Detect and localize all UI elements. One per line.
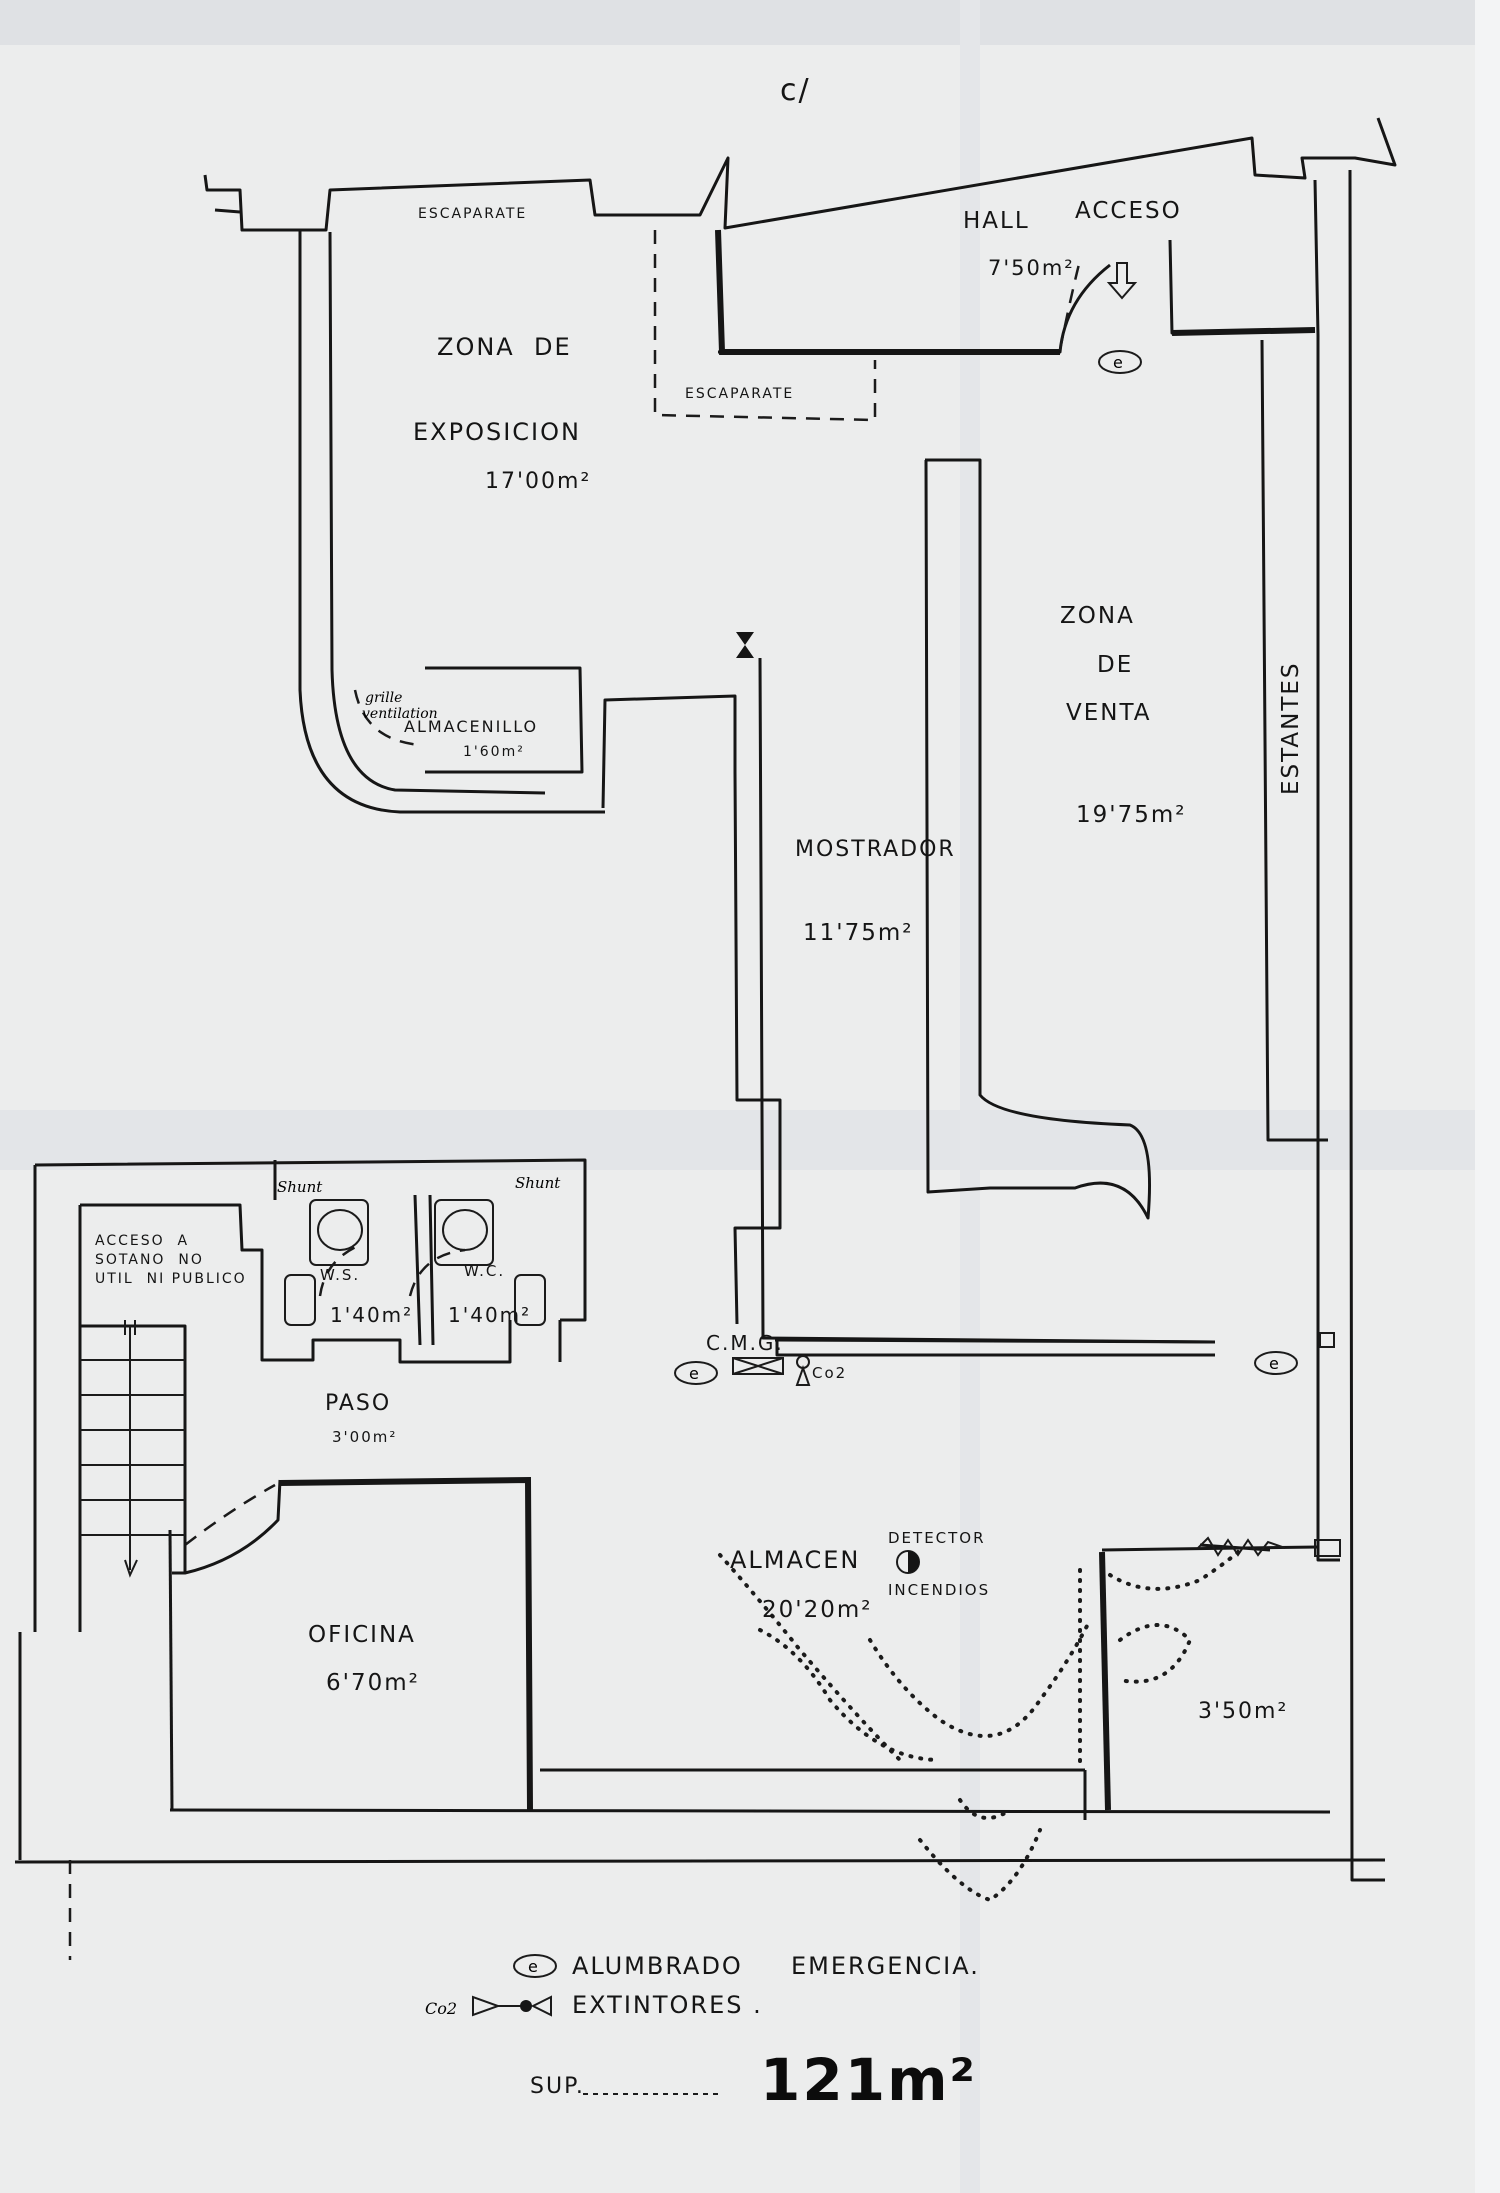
venta-label-line3: VENTA <box>1066 700 1151 726</box>
wc-label: W.C. <box>464 1262 505 1280</box>
legend-emergency-symbol: e <box>528 1957 538 1976</box>
entrance-arrow-icon <box>1106 262 1138 300</box>
sotano-label-line3: UTIL NI PUBLICO <box>95 1271 247 1287</box>
walls <box>14 117 1397 1882</box>
basement-stair <box>80 1320 187 1578</box>
escaparate-mid-label: ESCAPARATE <box>685 386 794 402</box>
almacen-area: 20'20m² <box>762 1597 872 1623</box>
extinguisher-icon <box>520 1995 552 2017</box>
emergency-light-icon: e <box>1254 1351 1298 1375</box>
dashed-lines <box>68 230 1082 1960</box>
exposicion-label-line2: EXPOSICION <box>413 418 581 446</box>
symbols: e e e <box>674 262 1341 1574</box>
oficina-area: 6'70m² <box>326 1670 420 1696</box>
venta-label-line2: DE <box>1097 652 1133 678</box>
legend-co2-symbol: Co2 <box>425 1999 457 2018</box>
wc-area: 1'40m² <box>448 1303 531 1327</box>
hall-label: HALL <box>963 208 1030 234</box>
legend-extinguisher-row: Co2 EXTINTORES . <box>425 1991 763 2019</box>
oficina-label: OFICINA <box>308 1622 416 1648</box>
venta-area: 19'75m² <box>1076 802 1186 828</box>
almacen-label: ALMACEN <box>730 1546 860 1574</box>
emergency-light-marker: e <box>689 1364 699 1383</box>
detector-label-line2: INCENDIOS <box>888 1581 990 1599</box>
exposicion-label-line1: ZONA DE <box>437 333 572 361</box>
legend-emergency-label: ALUMBRADO EMERGENCIA. <box>572 1952 980 1980</box>
surface-label: SUP. <box>530 2074 585 2099</box>
legend-extinguisher-label: EXTINTORES . <box>572 1991 763 2019</box>
almacenillo-area: 1'60m² <box>463 744 525 760</box>
cmg-panel-icon <box>732 1357 784 1375</box>
toilet-fixtures <box>284 1199 546 1326</box>
cmg-label: C.M.G. <box>706 1331 784 1355</box>
estantes-label: ESTANTES <box>1278 661 1304 795</box>
venta-label-line1: ZONA <box>1060 603 1135 629</box>
dotted-planters <box>718 1548 1242 1903</box>
surface-row: SUP. 121m² <box>530 2046 977 2114</box>
mostrador-area: 11'75m² <box>803 920 913 946</box>
surface-value: 121m² <box>760 2046 977 2114</box>
paso-area: 3'00m² <box>332 1428 397 1446</box>
extinguisher-icon <box>736 632 754 658</box>
sotano-label-line2: SOTANO NO <box>95 1252 204 1268</box>
paso-label: PASO <box>325 1391 391 1416</box>
grille-label-line1: grille <box>365 690 402 706</box>
room-labels: c/ ESCAPARATE ESCAPARATE HALL ACCESO 7'5… <box>95 73 1304 1724</box>
exposicion-area: 17'00m² <box>485 469 591 494</box>
legend: e ALUMBRADO EMERGENCIA. Co2 EXTINTORES .… <box>425 1952 980 2114</box>
mostrador-label: MOSTRADOR <box>795 837 956 862</box>
patio-area: 3'50m² <box>1198 1699 1288 1724</box>
co2-extinguisher-icon <box>795 1355 811 1386</box>
emergency-light-marker: e <box>1113 353 1123 372</box>
smoke-detector-icon <box>896 1550 920 1574</box>
wall-box <box>1314 1539 1341 1557</box>
emergency-light-icon <box>513 1954 557 1978</box>
grille-label-line2: ventilation <box>362 706 438 722</box>
emergency-light-icon: e <box>674 1361 718 1385</box>
emergency-light-icon: e <box>1098 350 1142 374</box>
legend-emergency-row: e ALUMBRADO EMERGENCIA. <box>513 1952 980 1980</box>
ventilation-grille-icon <box>1197 1536 1286 1557</box>
emergency-light-marker: e <box>1269 1354 1279 1373</box>
acceso-label: ACCESO <box>1075 198 1182 224</box>
shunt-left-label: Shunt <box>277 1178 323 1196</box>
sotano-label-line1: ACCESO A <box>95 1233 189 1249</box>
ws-area: 1'40m² <box>330 1303 413 1327</box>
wall-box <box>1319 1332 1335 1348</box>
escaparate-top-label: ESCAPARATE <box>418 206 527 222</box>
co2-marker-label: Co2 <box>812 1364 847 1382</box>
ws-label: W.S. <box>320 1266 360 1284</box>
hall-area: 7'50m² <box>988 256 1075 280</box>
street-label: c/ <box>780 73 811 108</box>
almacenillo-label: ALMACENILLO <box>404 717 538 736</box>
shunt-right-label: Shunt <box>515 1174 561 1192</box>
detector-label-line1: DETECTOR <box>888 1529 986 1547</box>
